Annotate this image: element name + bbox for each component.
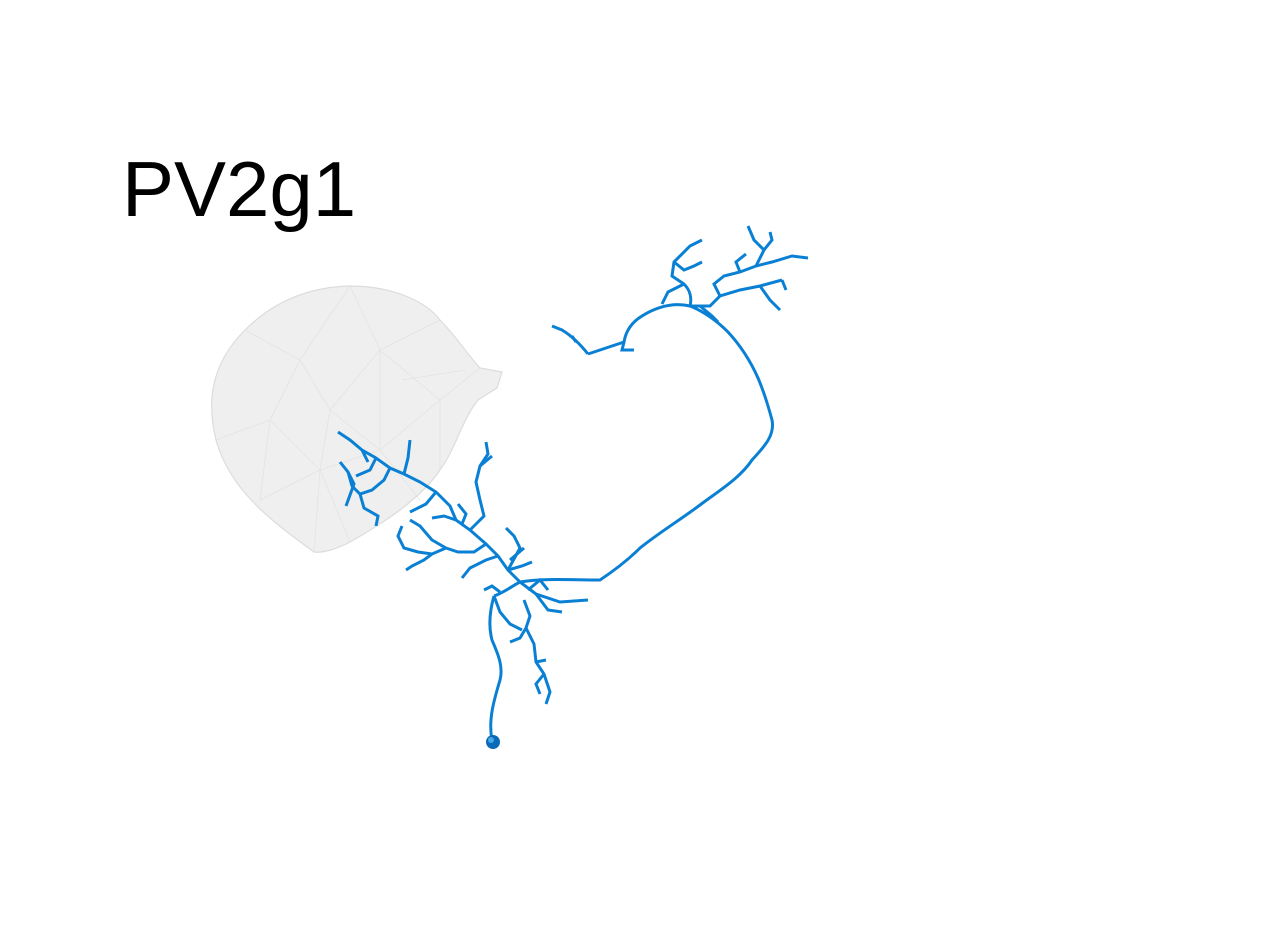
- neuron-name-label: PV2g1: [122, 145, 357, 233]
- soma-sphere-icon: [486, 735, 500, 749]
- neuropil-mesh: [211, 285, 503, 553]
- axon-trunk: [519, 303, 775, 584]
- neuron-skeleton: [337, 225, 809, 741]
- primary-neurite: [488, 595, 503, 741]
